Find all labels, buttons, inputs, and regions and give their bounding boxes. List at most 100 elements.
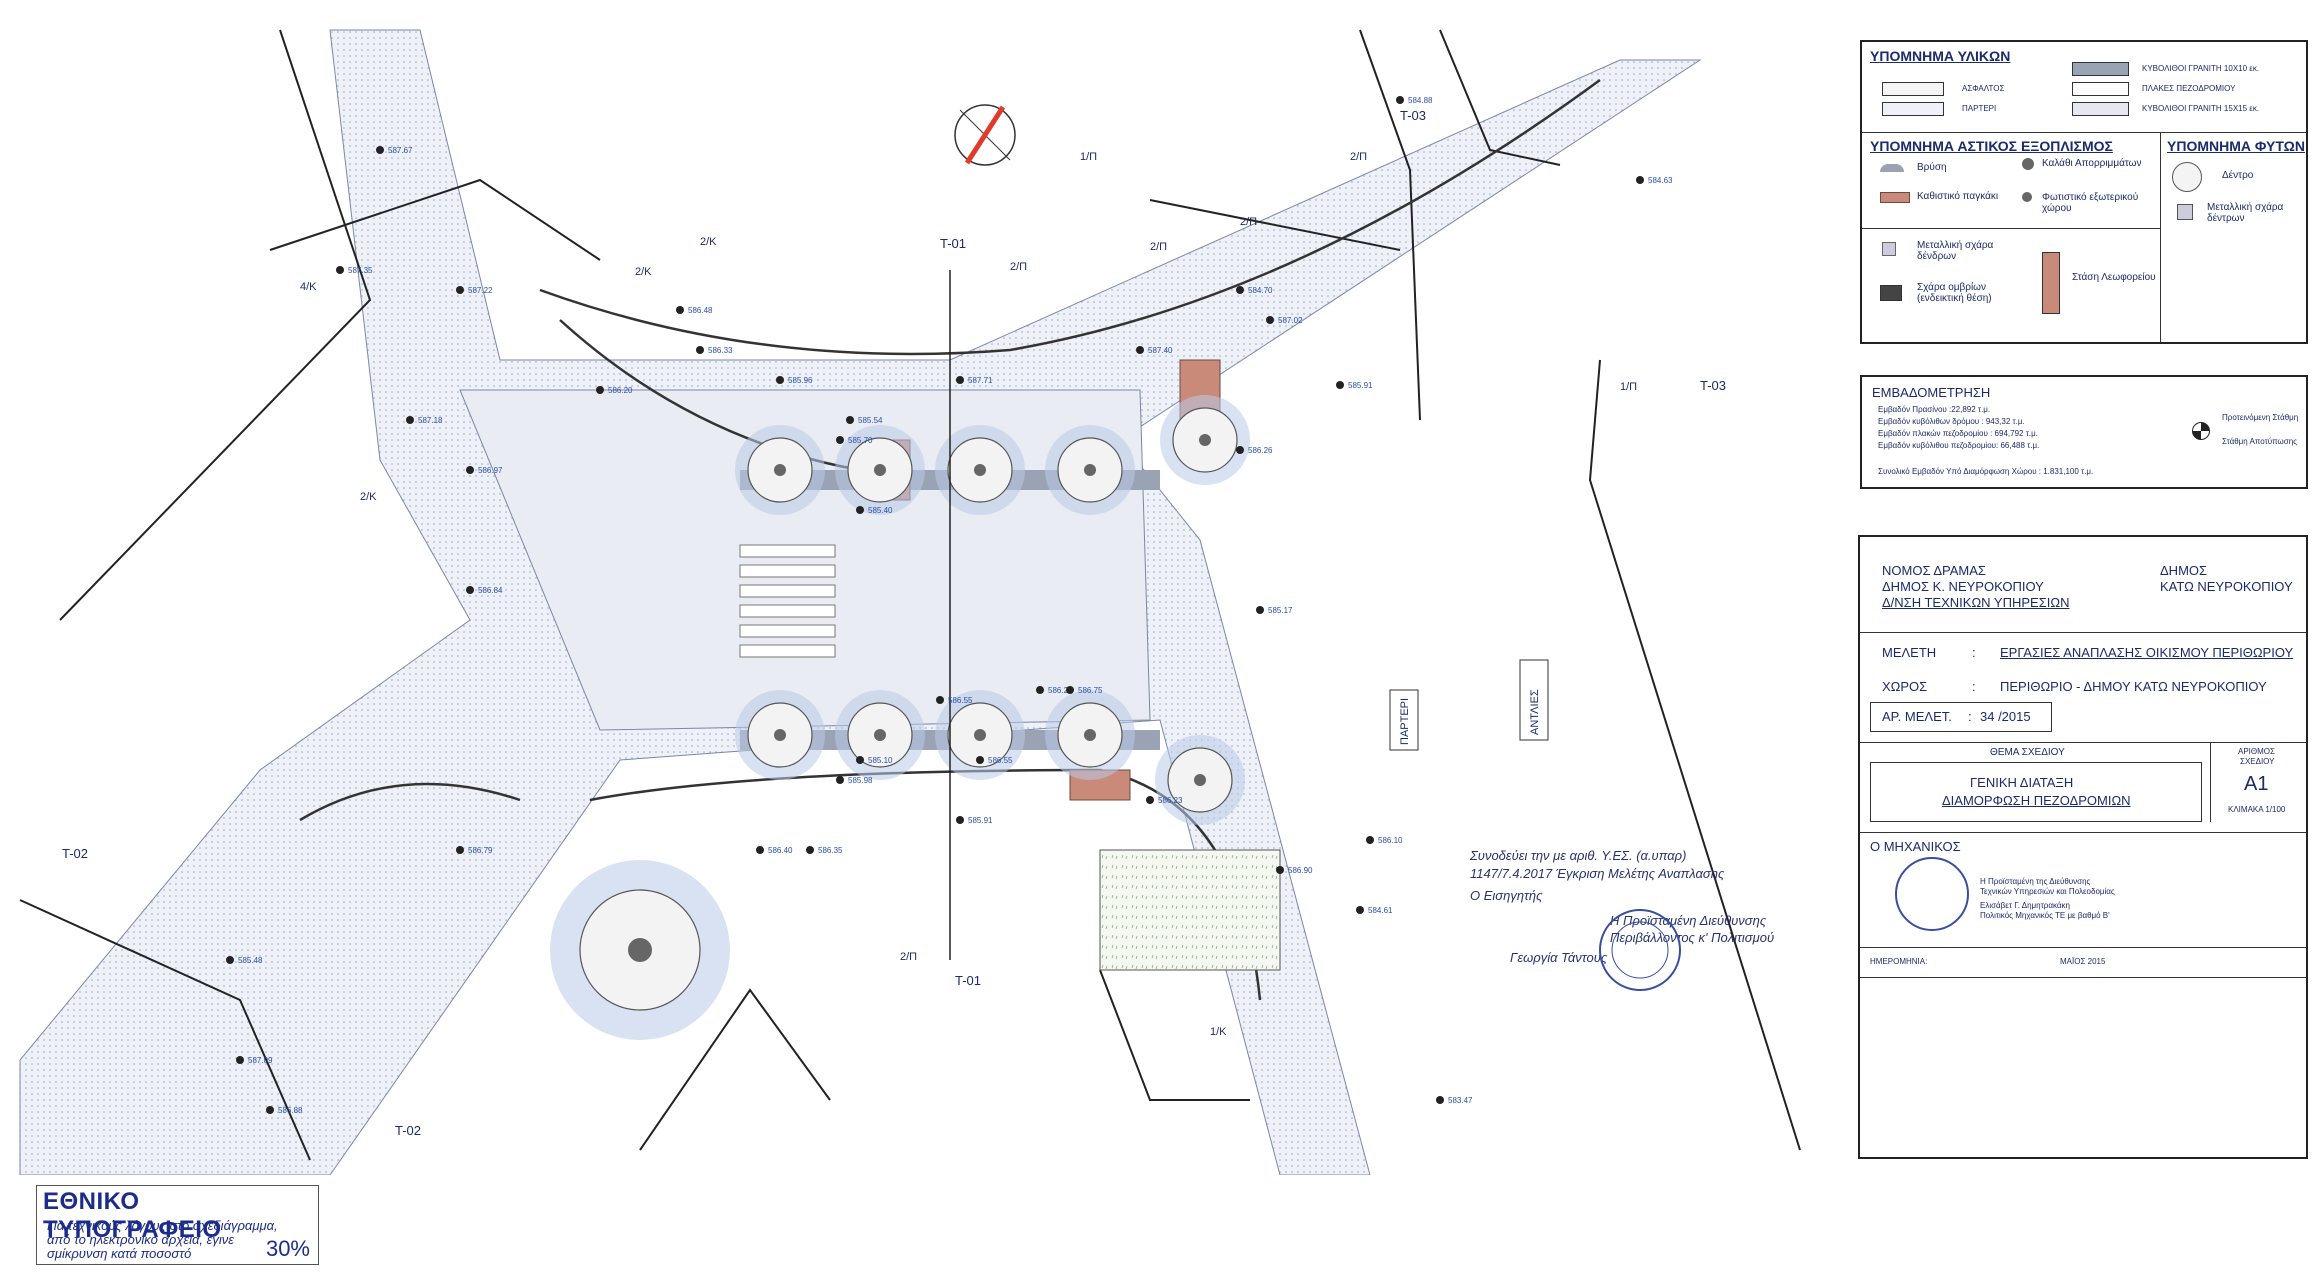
- swatch-granite-10: [2072, 62, 2129, 76]
- ar-meletis-value: 34 /2015: [1980, 709, 2031, 724]
- property-label: 2/Κ: [635, 266, 652, 278]
- stamp-line-1: Η Προϊσταμένη της Διεύθυνσης: [1980, 877, 2091, 886]
- svg-text:586.35: 586.35: [818, 846, 843, 855]
- authority-dnsi: Δ/ΝΣΗ ΤΕΧΝΙΚΩΝ ΥΠΗΡΕΣΙΩΝ: [1882, 595, 2070, 610]
- paved-areas: [19, 29, 1702, 1175]
- approval-note-line: Η Προϊσταμένη Διεύθυνσης: [1610, 913, 1767, 928]
- property-label: 4/Κ: [300, 281, 317, 293]
- elevation-marker: 586.90: [1276, 866, 1313, 875]
- tree-icon: [550, 860, 730, 1040]
- elevation-marker: 586.40: [756, 846, 793, 855]
- tree-icon: [835, 690, 925, 780]
- svg-text:586.26: 586.26: [1248, 446, 1273, 455]
- equipment-legend-title: ΥΠΟΜΝΗΜΑ ΑΣΤΙΚΟΣ ΕΞΟΠΛΙΣΜΟΣ: [1870, 138, 2113, 154]
- property-label: 1/Π: [1620, 381, 1637, 393]
- meleti-value: ΕΡΓΑΣΙΕΣ ΑΝΑΠΛΑΣΗΣ ΟΙΚΙΣΜΟΥ ΠΕΡΙΘΩΡΙΟΥ: [2000, 645, 2294, 660]
- stamp-line-3: Ελισάβετ Γ. Δημητρακάκη: [1980, 901, 2070, 910]
- elevation-marker: 587.22: [456, 286, 493, 295]
- svg-text:587.67: 587.67: [388, 146, 413, 155]
- elevation-marker: 587.67: [376, 146, 413, 155]
- elevation-marker: 585.10: [856, 756, 893, 765]
- property-label: 2/Κ: [360, 491, 377, 503]
- thema-value-line1: ΓΕΝΙΚΗ ΔΙΑΤΑΞΗ: [1970, 775, 2074, 790]
- section-label: T-01: [940, 236, 966, 251]
- swatch-granite-15: [2072, 102, 2129, 116]
- svg-text:585.10: 585.10: [868, 756, 893, 765]
- approval-note-line: 1147/7.4.2017 Έγκριση Μελέτης Αναπλασης: [1470, 866, 1725, 881]
- svg-text:586.40: 586.40: [768, 846, 793, 855]
- svg-text:585.96: 585.96: [788, 376, 813, 385]
- svg-text:585.40: 585.40: [868, 506, 893, 515]
- elevation-marker: 585.70: [836, 436, 873, 445]
- section-labels: T-01T-01T-02T-02T-03T-03: [62, 108, 1726, 1138]
- tree-icon: [2172, 162, 2202, 192]
- tree-icon: [935, 425, 1025, 515]
- approval-note-line: Γεωργία Τάντους: [1510, 950, 1608, 965]
- bus-stop-icon: [2042, 252, 2060, 314]
- elevation-marker: 586.79: [456, 846, 493, 855]
- elevation-marker: 585.17: [1256, 606, 1293, 615]
- area-panel: ΕΜΒΑΔΟΜΕΤΡΗΣΗ Εμβαδόν Πρασίνου :22,892 τ…: [1860, 375, 2308, 489]
- arithmos-value: Α1: [2244, 773, 2269, 795]
- date-value: ΜΑΪΟΣ 2015: [2060, 957, 2106, 966]
- elevation-marker: 586.75: [1066, 686, 1103, 695]
- svg-text:586.79: 586.79: [468, 846, 493, 855]
- lamp-icon: [2022, 192, 2032, 202]
- svg-text:587.40: 587.40: [1148, 346, 1173, 355]
- elevation-marker: 586.84: [466, 586, 503, 595]
- svg-text:584.70: 584.70: [1248, 286, 1273, 295]
- area-symbol-proposed: Προτεινόμενη Στάθμη: [2222, 413, 2299, 422]
- svg-text:585.70: 585.70: [848, 436, 873, 445]
- swatch-asphalt: [1882, 82, 1944, 96]
- svg-text:585.17: 585.17: [1268, 606, 1293, 615]
- property-label: 2/Κ: [700, 236, 717, 248]
- elevation-marker: 586.48: [676, 306, 713, 315]
- svg-text:586.84: 586.84: [478, 586, 503, 595]
- section-label: T-01: [955, 973, 981, 988]
- legend-asphalt: ΑΣΦΑΛΤΟΣ: [1962, 84, 2005, 93]
- elevation-marker: 585.91: [1336, 381, 1373, 390]
- property-label: 1/Κ: [1210, 1026, 1227, 1038]
- approval-note-line: Περιβάλλοντος κ' Πολιτισμού: [1610, 930, 1774, 945]
- stamp-line-4: Πολιτικός Μηχανικός ΤΕ με βαθμό Β': [1980, 911, 2110, 920]
- elevation-marker: 586.97: [466, 466, 503, 475]
- trash-bin-icon: [2022, 158, 2034, 170]
- legend-granite-10: ΚΥΒΟΛΙΘΟΙ ΓΡΑΝΙΤΗ 10Χ10 εκ.: [2142, 64, 2260, 73]
- area-symbol-survey: Στάθμη Αποτύπωσης: [2222, 437, 2298, 446]
- svg-text:586.55: 586.55: [948, 696, 973, 705]
- tree-grate-icon: [1882, 242, 1896, 256]
- area-line-green: Εμβαδόν Πρασίνου :22,892 τ.μ.: [1878, 405, 1991, 414]
- svg-text:583.47: 583.47: [1448, 1096, 1473, 1105]
- legend-tree-grate-plant: Μεταλλική σχάρα δέντρων: [2207, 202, 2284, 224]
- property-label: 2/Π: [900, 951, 917, 963]
- svg-text:ΠΑΡΤΕΡΙ: ΠΑΡΤΕΡΙ: [1399, 698, 1411, 745]
- bench-icon: [1880, 192, 1910, 203]
- authority-nomos: ΝΟΜΟΣ ΔΡΑΜΑΣ: [1882, 563, 1986, 578]
- svg-text:586.75: 586.75: [1078, 686, 1103, 695]
- legend-bus-stop: Στάση Λεωφορείου: [2072, 272, 2156, 283]
- xoros-value: ΠΕΡΙΘΩΡΙΟ - ΔΗΜΟΥ ΚΑΤΩ ΝΕΥΡΟΚΟΠΙΟΥ: [2000, 679, 2267, 694]
- rain-grate-icon: [1880, 285, 1902, 301]
- elevation-marker: 586.55: [936, 696, 973, 705]
- svg-text:587.71: 587.71: [968, 376, 993, 385]
- svg-text:586.97: 586.97: [478, 466, 503, 475]
- elevation-marker: 586.35: [806, 846, 843, 855]
- elevation-marker: 586.33: [696, 346, 733, 355]
- elevation-marker: 585.98: [836, 776, 873, 785]
- elevation-marker: 584.61: [1356, 906, 1393, 915]
- authority-right-dimos: ΔΗΜΟΣ: [2160, 563, 2208, 578]
- property-boundaries: [19, 29, 1801, 1161]
- elevation-marker: 585.54: [846, 416, 883, 425]
- elevation-marker: 585.96: [776, 376, 813, 385]
- svg-text:ΑΝΤΛΙΕΣ: ΑΝΤΛΙΕΣ: [1529, 689, 1541, 735]
- tree-icon: [935, 690, 1025, 780]
- svg-text:585.98: 585.98: [848, 776, 873, 785]
- elevation-marker: 587.18: [406, 416, 443, 425]
- legend-panel: ΥΠΟΜΝΗΜΑ ΥΛΙΚΩΝ ΑΣΦΑΛΤΟΣ ΠΑΡΤΕΡΙ ΚΥΒΟΛΙΘ…: [1860, 40, 2308, 344]
- tree-icon: [835, 425, 925, 515]
- elevation-marker: 587.40: [1136, 346, 1173, 355]
- elevation-marker: 586.23: [1146, 796, 1183, 805]
- legend-tree: Δέντρο: [2222, 170, 2254, 181]
- trees: [550, 395, 1250, 1040]
